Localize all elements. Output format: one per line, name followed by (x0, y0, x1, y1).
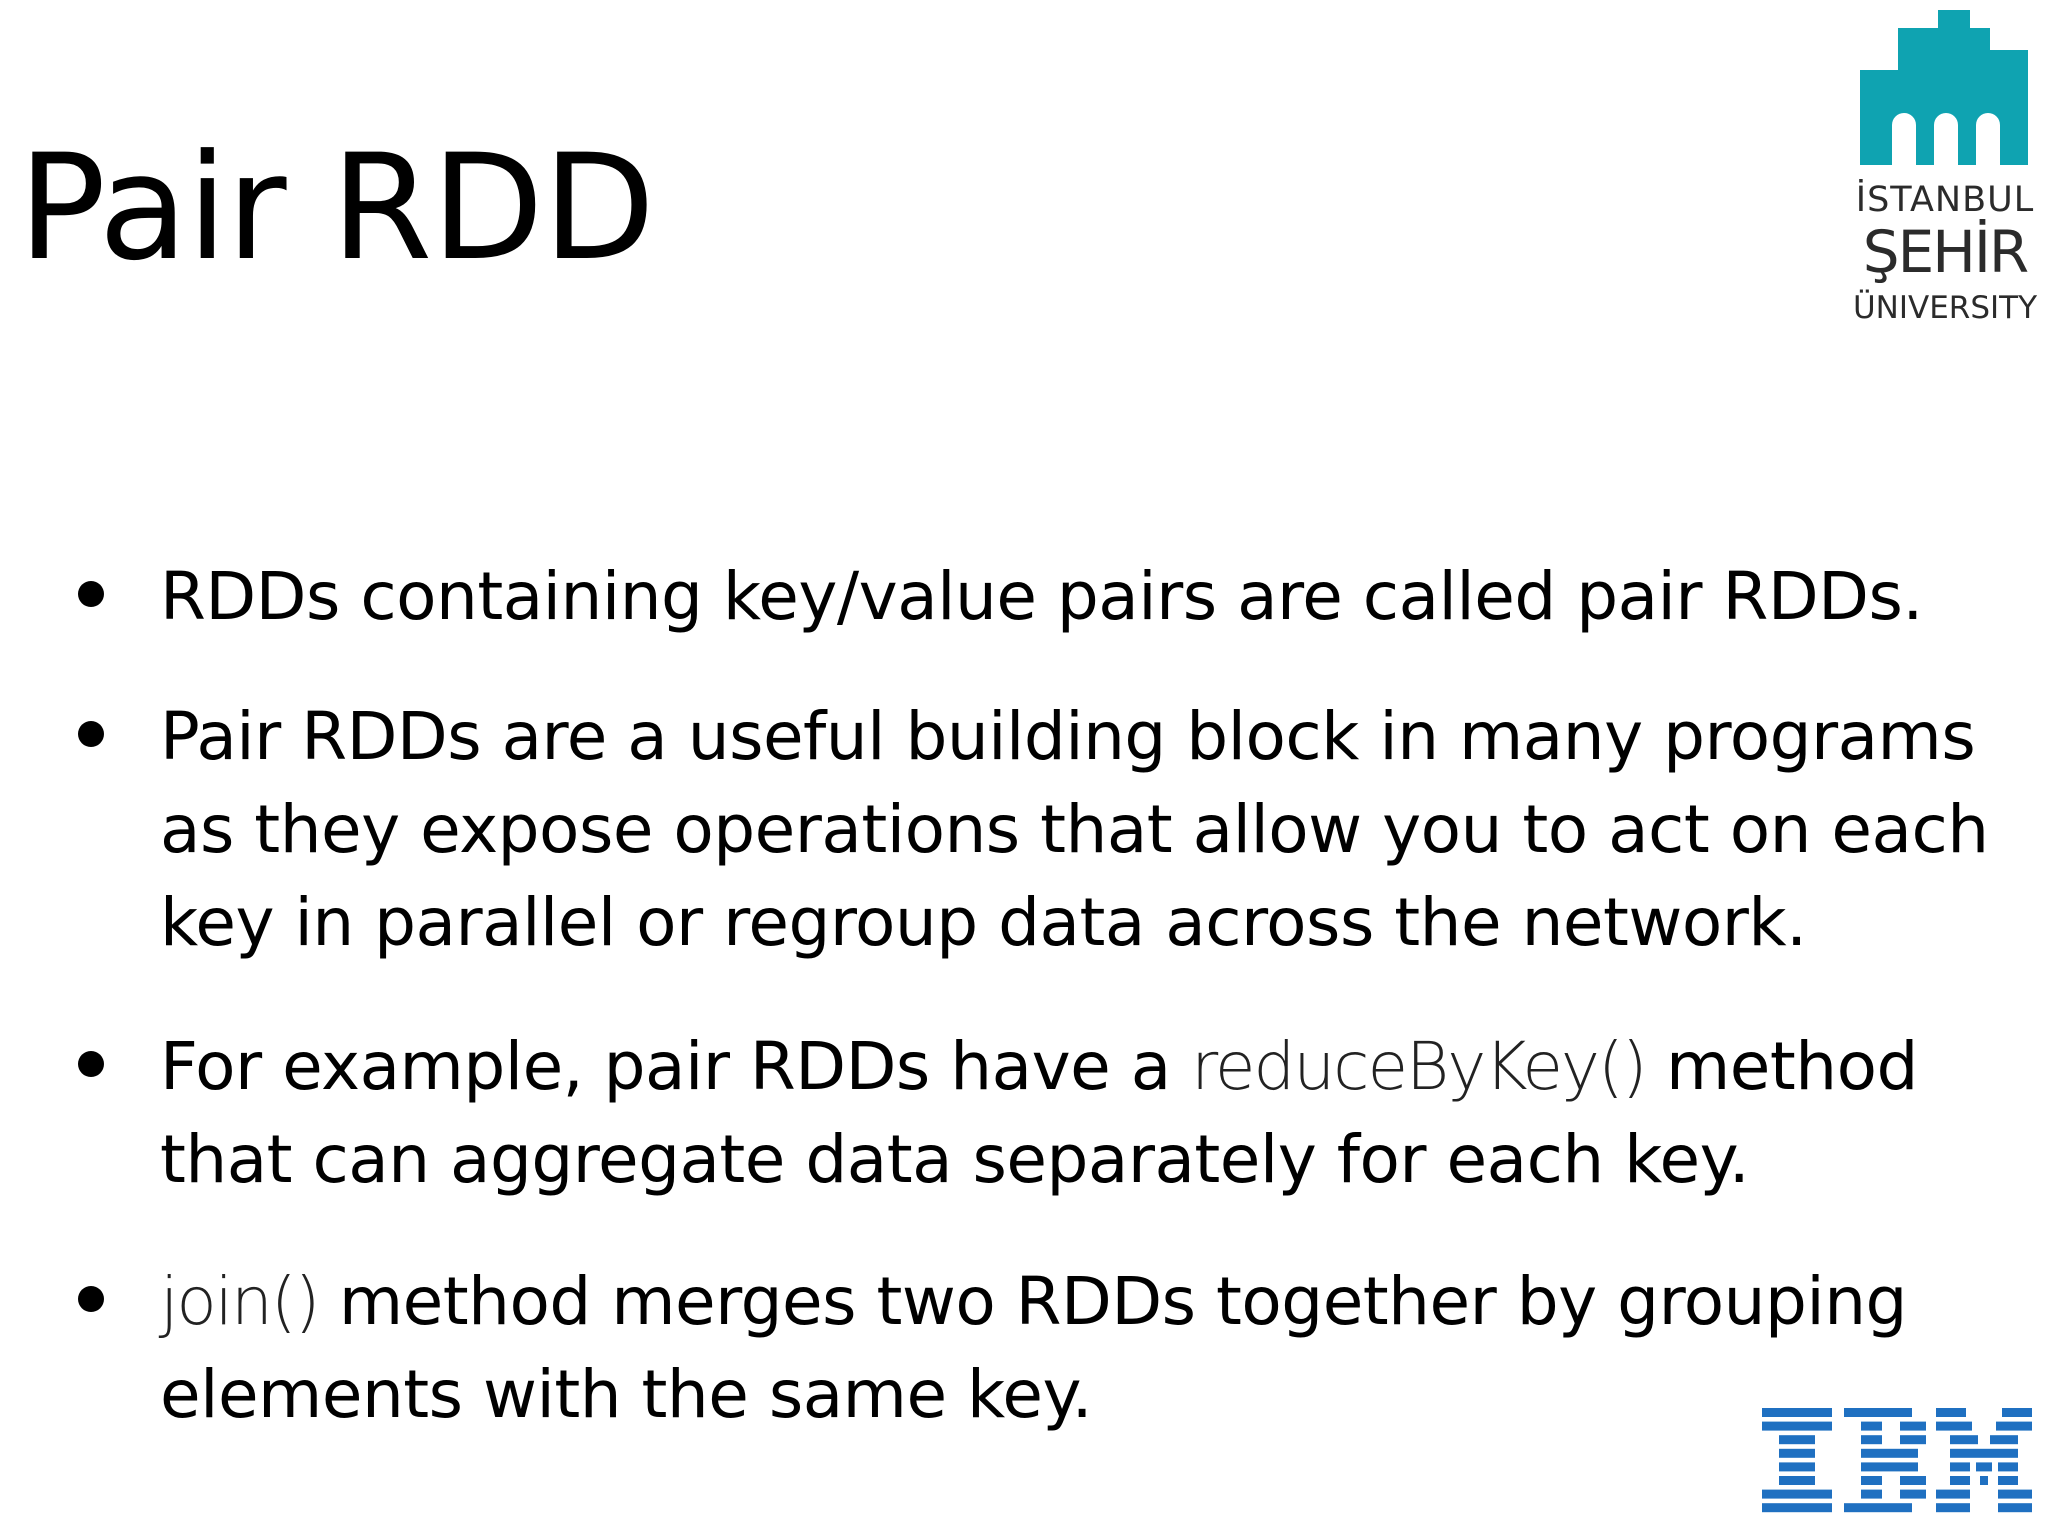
bullet-line: key in parallel or regroup data across t… (160, 884, 1807, 961)
university-logo-line3: ÜNIVERSITY (1852, 290, 2038, 326)
ibm-logo-stripe (1900, 1489, 1926, 1499)
bullet-line: join() method merges two RDDs together b… (160, 1255, 2040, 1348)
ibm-logo-stripe (1861, 1448, 1918, 1458)
text-segment: For example, pair RDDs have a (160, 1028, 1192, 1105)
ibm-logo-stripe (1844, 1408, 1912, 1417)
ibm-logo-stripe (1779, 1462, 1815, 1472)
ibm-logo (1762, 1408, 2032, 1516)
ibm-logo-stripe (1936, 1421, 1972, 1431)
ibm-logo-stripe (1779, 1435, 1815, 1445)
code-method-name: reduceByKey() (1191, 1028, 1647, 1105)
ibm-logo-stripe (1990, 1435, 2018, 1445)
bullet-line: that can aggregate data separately for e… (160, 1121, 1750, 1198)
text-segment: method (1645, 1028, 1918, 1105)
ibm-logo-stripe (1861, 1435, 1882, 1445)
ibm-logo-stripe (1779, 1476, 1815, 1485)
ibm-logo-stripe (1998, 1503, 2032, 1513)
bullet-line: RDDs containing key/value pairs are call… (160, 558, 1923, 635)
bullet-line: Pair RDDs are a useful building block in… (160, 698, 1976, 775)
bullet-icon (78, 1286, 104, 1312)
bullet-icon (78, 721, 104, 747)
ibm-logo-icon (1762, 1408, 2032, 1513)
ibm-logo-stripe (1996, 1421, 2032, 1431)
ibm-logo-stripe (1861, 1476, 1882, 1485)
ibm-logo-stripe (1762, 1408, 1832, 1417)
ibm-logo-stripe (1844, 1503, 1912, 1513)
ibm-logo-stripe (1998, 1462, 2018, 1472)
ibm-logo-stripe (1936, 1489, 1970, 1499)
ibm-logo-stripe (1950, 1476, 1970, 1485)
code-method-name: join() (160, 1263, 320, 1340)
ibm-logo-stripe (1861, 1489, 1882, 1499)
bullet-icon (78, 581, 104, 607)
university-logo-line2: ŞEHİR (1862, 218, 2029, 286)
bullet-line: elements with the same key. (160, 1356, 1093, 1433)
ibm-logo-stripe (1980, 1476, 1988, 1485)
ibm-logo-stripe (1950, 1435, 1978, 1445)
ibm-logo-stripe (1762, 1421, 1832, 1431)
bullet-text: join() method merges two RDDs together b… (160, 1255, 2040, 1441)
ibm-logo-stripe (1900, 1476, 1926, 1485)
ibm-logo-stripe (2002, 1408, 2032, 1417)
ibm-logo-stripe (1950, 1462, 1970, 1472)
ibm-logo-stripe (1900, 1421, 1926, 1431)
bullet-icon (78, 1051, 104, 1077)
bullet-text: For example, pair RDDs have a reduceByKe… (160, 1020, 2040, 1206)
ibm-logo-stripe (1936, 1408, 1966, 1417)
ibm-logo-stripe (1900, 1435, 1926, 1445)
ibm-logo-stripe (1861, 1421, 1882, 1431)
ibm-logo-stripe (1762, 1489, 1832, 1499)
ibm-logo-stripe (1998, 1489, 2032, 1499)
ibm-logo-stripe (1861, 1462, 1918, 1472)
bullet-text: RDDs containing key/value pairs are call… (160, 550, 2040, 643)
slide-title: Pair RDD (18, 123, 655, 293)
ibm-logo-stripe (1936, 1503, 1970, 1513)
ibm-logo-stripe (1976, 1462, 1992, 1472)
ibm-logo-stripe (1762, 1503, 1832, 1513)
bullet-line: as they expose operations that allow you… (160, 791, 1989, 868)
bullet-text: Pair RDDs are a useful building block in… (160, 690, 2040, 969)
ibm-logo-stripe (1998, 1476, 2018, 1485)
university-logo-line1: İSTANBUL (1855, 180, 2035, 220)
bullet-line: For example, pair RDDs have a reduceByKe… (160, 1020, 2040, 1113)
university-logo: İSTANBUL ŞEHİR ÜNIVERSITY (1850, 10, 2040, 330)
university-logo-icon (1860, 10, 2028, 165)
text-segment: method merges two RDDs together by group… (318, 1263, 1908, 1340)
ibm-logo-stripe (1779, 1448, 1815, 1458)
ibm-logo-stripe (1950, 1448, 2018, 1458)
